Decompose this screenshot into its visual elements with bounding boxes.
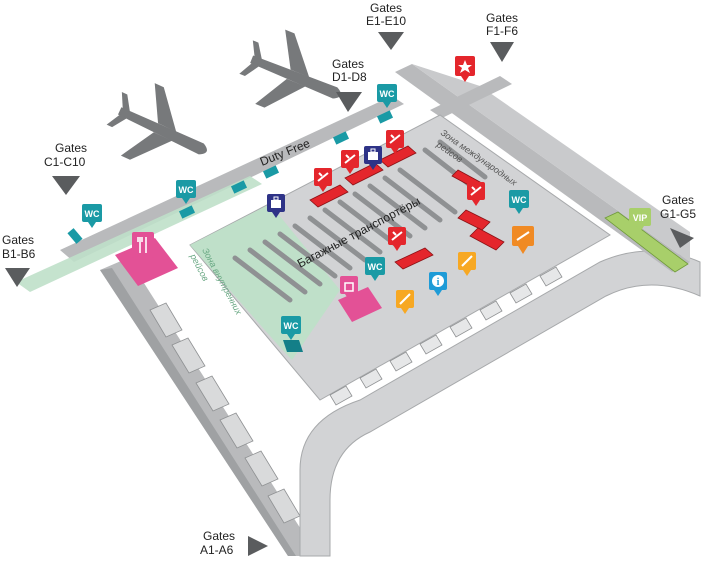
svg-text:B1-B6: B1-B6 bbox=[2, 247, 36, 261]
orange-service-icon[interactable] bbox=[512, 226, 534, 254]
terminal-front-segments bbox=[329, 266, 563, 406]
svg-text:WC: WC bbox=[368, 262, 383, 272]
star-icon[interactable] bbox=[455, 56, 475, 82]
red-customs-icon[interactable] bbox=[314, 168, 332, 192]
svg-text:Gates: Gates bbox=[55, 141, 87, 155]
svg-text:WC: WC bbox=[380, 89, 395, 99]
restaurant-icon[interactable] bbox=[132, 232, 154, 258]
svg-text:Gates: Gates bbox=[332, 57, 364, 71]
corridor-top bbox=[60, 96, 404, 262]
orange-service-icon[interactable] bbox=[458, 252, 476, 276]
gate-label-b[interactable]: Gates B1-B6 bbox=[2, 233, 36, 261]
red-customs-icon[interactable] bbox=[341, 150, 359, 174]
wc-icon[interactable]: WC bbox=[377, 84, 397, 108]
svg-text:Gates: Gates bbox=[486, 11, 518, 25]
svg-text:i: i bbox=[437, 277, 440, 288]
red-customs-icon[interactable] bbox=[386, 130, 404, 154]
svg-text:WC: WC bbox=[284, 321, 299, 331]
wc-icon[interactable]: WC bbox=[176, 180, 196, 204]
wc-icon[interactable]: WC bbox=[509, 190, 529, 214]
svg-text:A1-A6: A1-A6 bbox=[200, 543, 234, 557]
wc-icon[interactable]: WC bbox=[281, 316, 303, 352]
restaurant-block bbox=[115, 238, 178, 286]
red-customs-icon[interactable] bbox=[388, 227, 406, 251]
svg-text:Gates: Gates bbox=[662, 193, 694, 207]
corridor-a-segments bbox=[149, 302, 301, 524]
gate-label-g[interactable]: Gates G1-G5 bbox=[660, 193, 696, 221]
gate-arrow-icons bbox=[5, 32, 694, 556]
shop-icon[interactable] bbox=[340, 276, 358, 300]
svg-text:C1-C10: C1-C10 bbox=[44, 155, 86, 169]
gate-label-c[interactable]: Gates C1-C10 bbox=[44, 141, 87, 169]
access-road bbox=[299, 250, 701, 557]
vip-icon[interactable]: VIP bbox=[629, 208, 651, 232]
gate-label-f[interactable]: Gates F1-F6 bbox=[486, 11, 518, 38]
luggage-icon[interactable] bbox=[364, 146, 382, 170]
svg-text:Gates: Gates bbox=[203, 529, 235, 543]
airplane-icon bbox=[239, 29, 341, 108]
corridor-f bbox=[430, 76, 512, 118]
red-customs-icon[interactable] bbox=[467, 182, 485, 206]
corridor-right-top bbox=[412, 64, 690, 262]
svg-text:WC: WC bbox=[85, 209, 100, 219]
svg-text:D1-D8: D1-D8 bbox=[332, 70, 367, 84]
corridor-a-side bbox=[100, 268, 296, 556]
svg-text:Gates: Gates bbox=[2, 233, 34, 247]
duty-free-label: Duty Free bbox=[258, 136, 312, 169]
svg-text:Gates: Gates bbox=[370, 1, 402, 15]
gate-label-e[interactable]: Gates E1-E10 bbox=[366, 1, 406, 28]
vip-lounge bbox=[604, 211, 689, 273]
corridor-kiosks bbox=[67, 110, 394, 244]
svg-text:F1-F6: F1-F6 bbox=[486, 24, 518, 38]
svg-text:G1-G5: G1-G5 bbox=[660, 207, 696, 221]
svg-text:WC: WC bbox=[179, 185, 194, 195]
svg-text:WC: WC bbox=[512, 195, 527, 205]
wc-icon[interactable]: WC bbox=[365, 257, 385, 281]
svg-text:E1-E10: E1-E10 bbox=[366, 14, 406, 28]
info-icon[interactable]: i bbox=[429, 272, 447, 296]
wc-icon[interactable]: WC bbox=[82, 204, 102, 228]
orange-service-icon[interactable] bbox=[396, 290, 414, 314]
luggage-icon[interactable] bbox=[267, 194, 285, 218]
gate-label-d[interactable]: Gates D1-D8 bbox=[332, 57, 367, 84]
gate-label-a[interactable]: Gates A1-A6 bbox=[200, 529, 235, 557]
svg-text:VIP: VIP bbox=[633, 213, 648, 223]
airplane-icon bbox=[106, 83, 207, 160]
